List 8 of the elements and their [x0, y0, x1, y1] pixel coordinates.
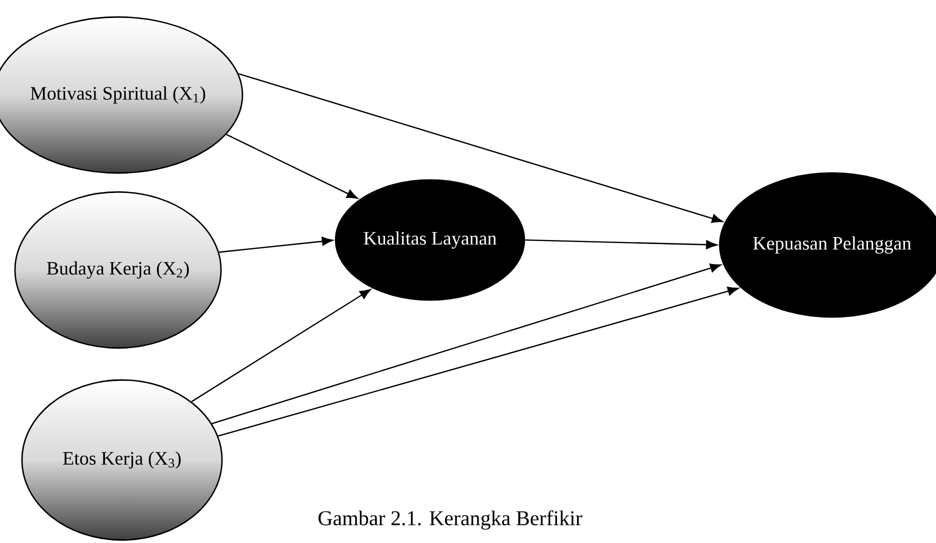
arrow	[212, 264, 722, 424]
arrow	[238, 73, 723, 223]
arrow	[218, 286, 739, 437]
arrow	[226, 134, 358, 199]
caption: Gambar 2.1. Kerangka Berfikir	[318, 510, 582, 530]
arrow	[191, 289, 371, 402]
arrow	[525, 239, 718, 250]
arrow	[218, 236, 333, 253]
